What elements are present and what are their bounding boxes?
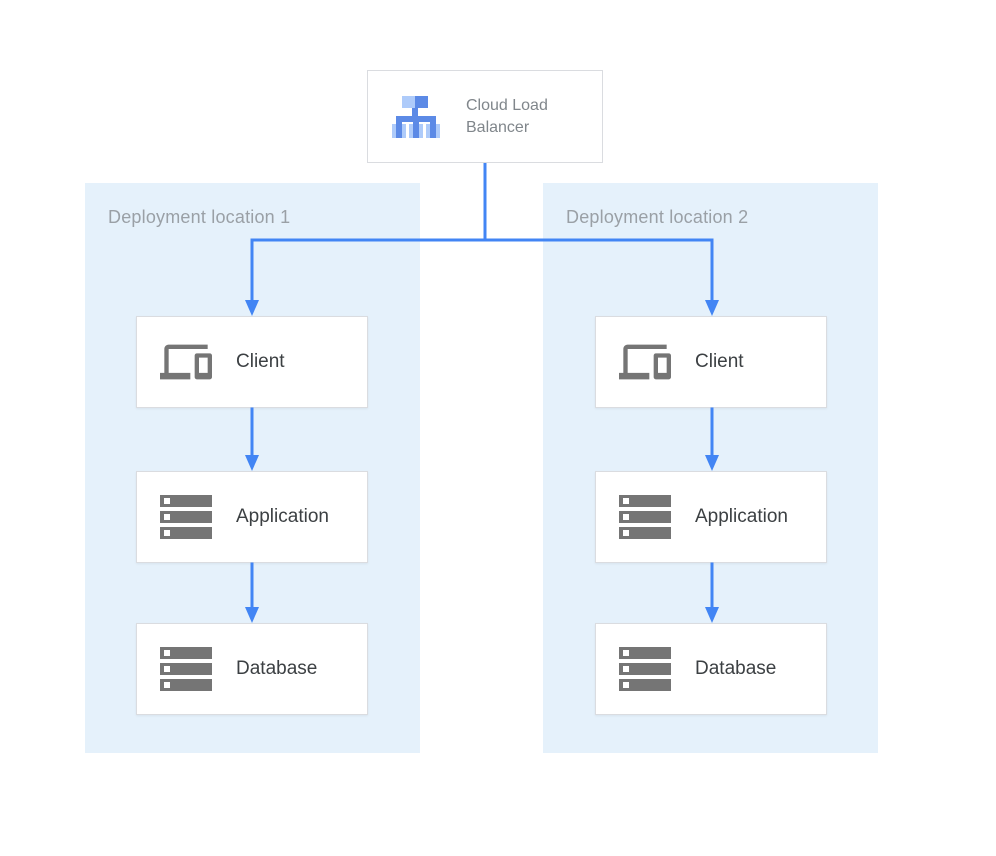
node-label: Cloud Load Balancer [466,96,548,136]
server-stack-icon [619,494,671,540]
client-devices-icon [160,336,212,388]
panel-deployment-location-1: Deployment location 1 Client [85,183,420,753]
node-label: Database [236,658,318,679]
node-label: Database [695,658,777,679]
node-cloud-load-balancer: Cloud Load Balancer [367,70,603,163]
node-label: Client [236,351,285,372]
panel-deployment-location-2: Deployment location 2 Client [543,183,878,753]
server-stack-icon [160,646,212,692]
node-client-1: Client [136,316,368,408]
node-client-2: Client [595,316,827,408]
node-database-2: Database [595,623,827,715]
node-application-1: Application [136,471,368,563]
cloud-load-balancer-icon [392,94,440,140]
server-stack-icon [619,646,671,692]
panel-label: Deployment location 1 [108,207,291,227]
server-stack-icon [160,494,212,540]
node-label: Application [236,506,329,527]
node-label: Application [695,506,788,527]
client-devices-icon [619,336,671,388]
node-database-1: Database [136,623,368,715]
node-application-2: Application [595,471,827,563]
node-label: Client [695,351,744,372]
panel-label: Deployment location 2 [566,207,749,227]
